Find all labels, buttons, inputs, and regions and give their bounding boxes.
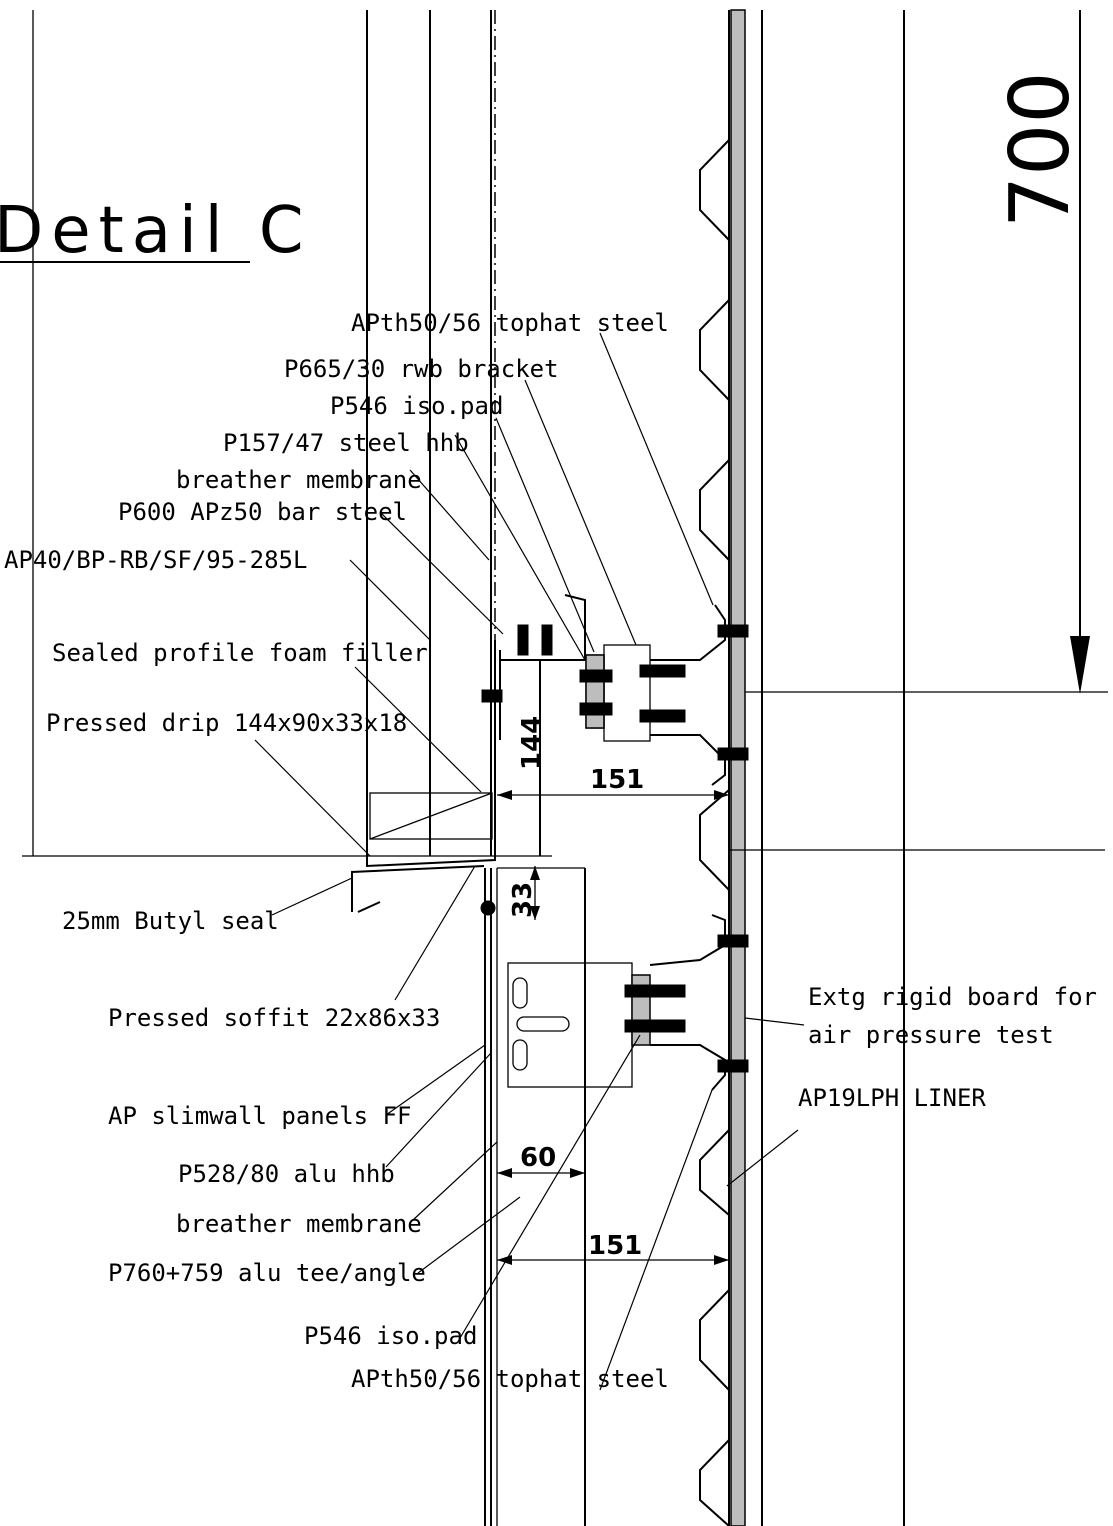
- label-apth-top: APth50/56 tophat steel: [351, 309, 669, 337]
- dim-33: 33: [508, 866, 540, 920]
- label-extg-line1: Extg rigid board for: [808, 983, 1097, 1011]
- label-pressed-drip: Pressed drip 144x90x33x18: [46, 709, 407, 737]
- dim-151-bottom-text: 151: [588, 1231, 642, 1261]
- label-sealed-filler: Sealed profile foam filler: [52, 639, 428, 667]
- label-breather-top: breather membrane: [176, 466, 422, 494]
- foam-filler-diagonal: [369, 792, 493, 840]
- label-liner: AP19LPH LINER: [798, 1084, 986, 1112]
- dimension-arrowhead: [1070, 636, 1090, 694]
- dim-151-top-text: 151: [590, 765, 644, 795]
- dim-151-top: 151: [497, 765, 729, 800]
- pressed-drip: [366, 640, 496, 868]
- dim-60-text: 60: [520, 1143, 556, 1173]
- rigid-board: [730, 9, 746, 1526]
- label-soffit: Pressed soffit 22x86x33: [108, 1004, 440, 1032]
- lower-bracket-assembly: [480, 900, 749, 1091]
- drawing-title: Detail C: [0, 194, 312, 268]
- dim-33-text: 33: [508, 882, 538, 918]
- dim-144-text: 144: [517, 716, 547, 770]
- label-p528: P528/80 alu hhb: [178, 1160, 395, 1188]
- label-breather-bottom: breather membrane: [176, 1210, 422, 1238]
- butyl-seal-profile: [351, 865, 485, 912]
- label-p760: P760+759 alu tee/angle: [108, 1259, 426, 1287]
- label-apth-bottom: APth50/56 tophat steel: [351, 1365, 669, 1393]
- label-p546-top: P546 iso.pad: [330, 392, 503, 420]
- label-p546-bottom: P546 iso.pad: [304, 1322, 477, 1350]
- label-p665: P665/30 rwb bracket: [284, 355, 559, 383]
- label-p600: P600 APz50 bar steel: [118, 498, 407, 526]
- label-ap40: AP40/BP-RB/SF/95-285L: [4, 546, 307, 574]
- label-butyl: 25mm Butyl seal: [62, 907, 279, 935]
- dim-144: 144: [517, 660, 547, 856]
- butyl-seal-lip: [357, 901, 381, 913]
- foam-filler-box: [369, 792, 493, 840]
- label-slimwall: AP slimwall panels FF: [108, 1102, 411, 1130]
- label-p157: P157/47 steel hhb: [223, 429, 469, 457]
- leader-lines: [254, 332, 805, 1391]
- overall-height-label: 700: [993, 71, 1088, 228]
- dim-60: 60: [497, 1143, 585, 1178]
- label-extg-line2: air pressure test: [808, 1021, 1054, 1049]
- liner-profile: [699, 139, 730, 1526]
- dim-151-bottom: 151: [497, 1231, 729, 1265]
